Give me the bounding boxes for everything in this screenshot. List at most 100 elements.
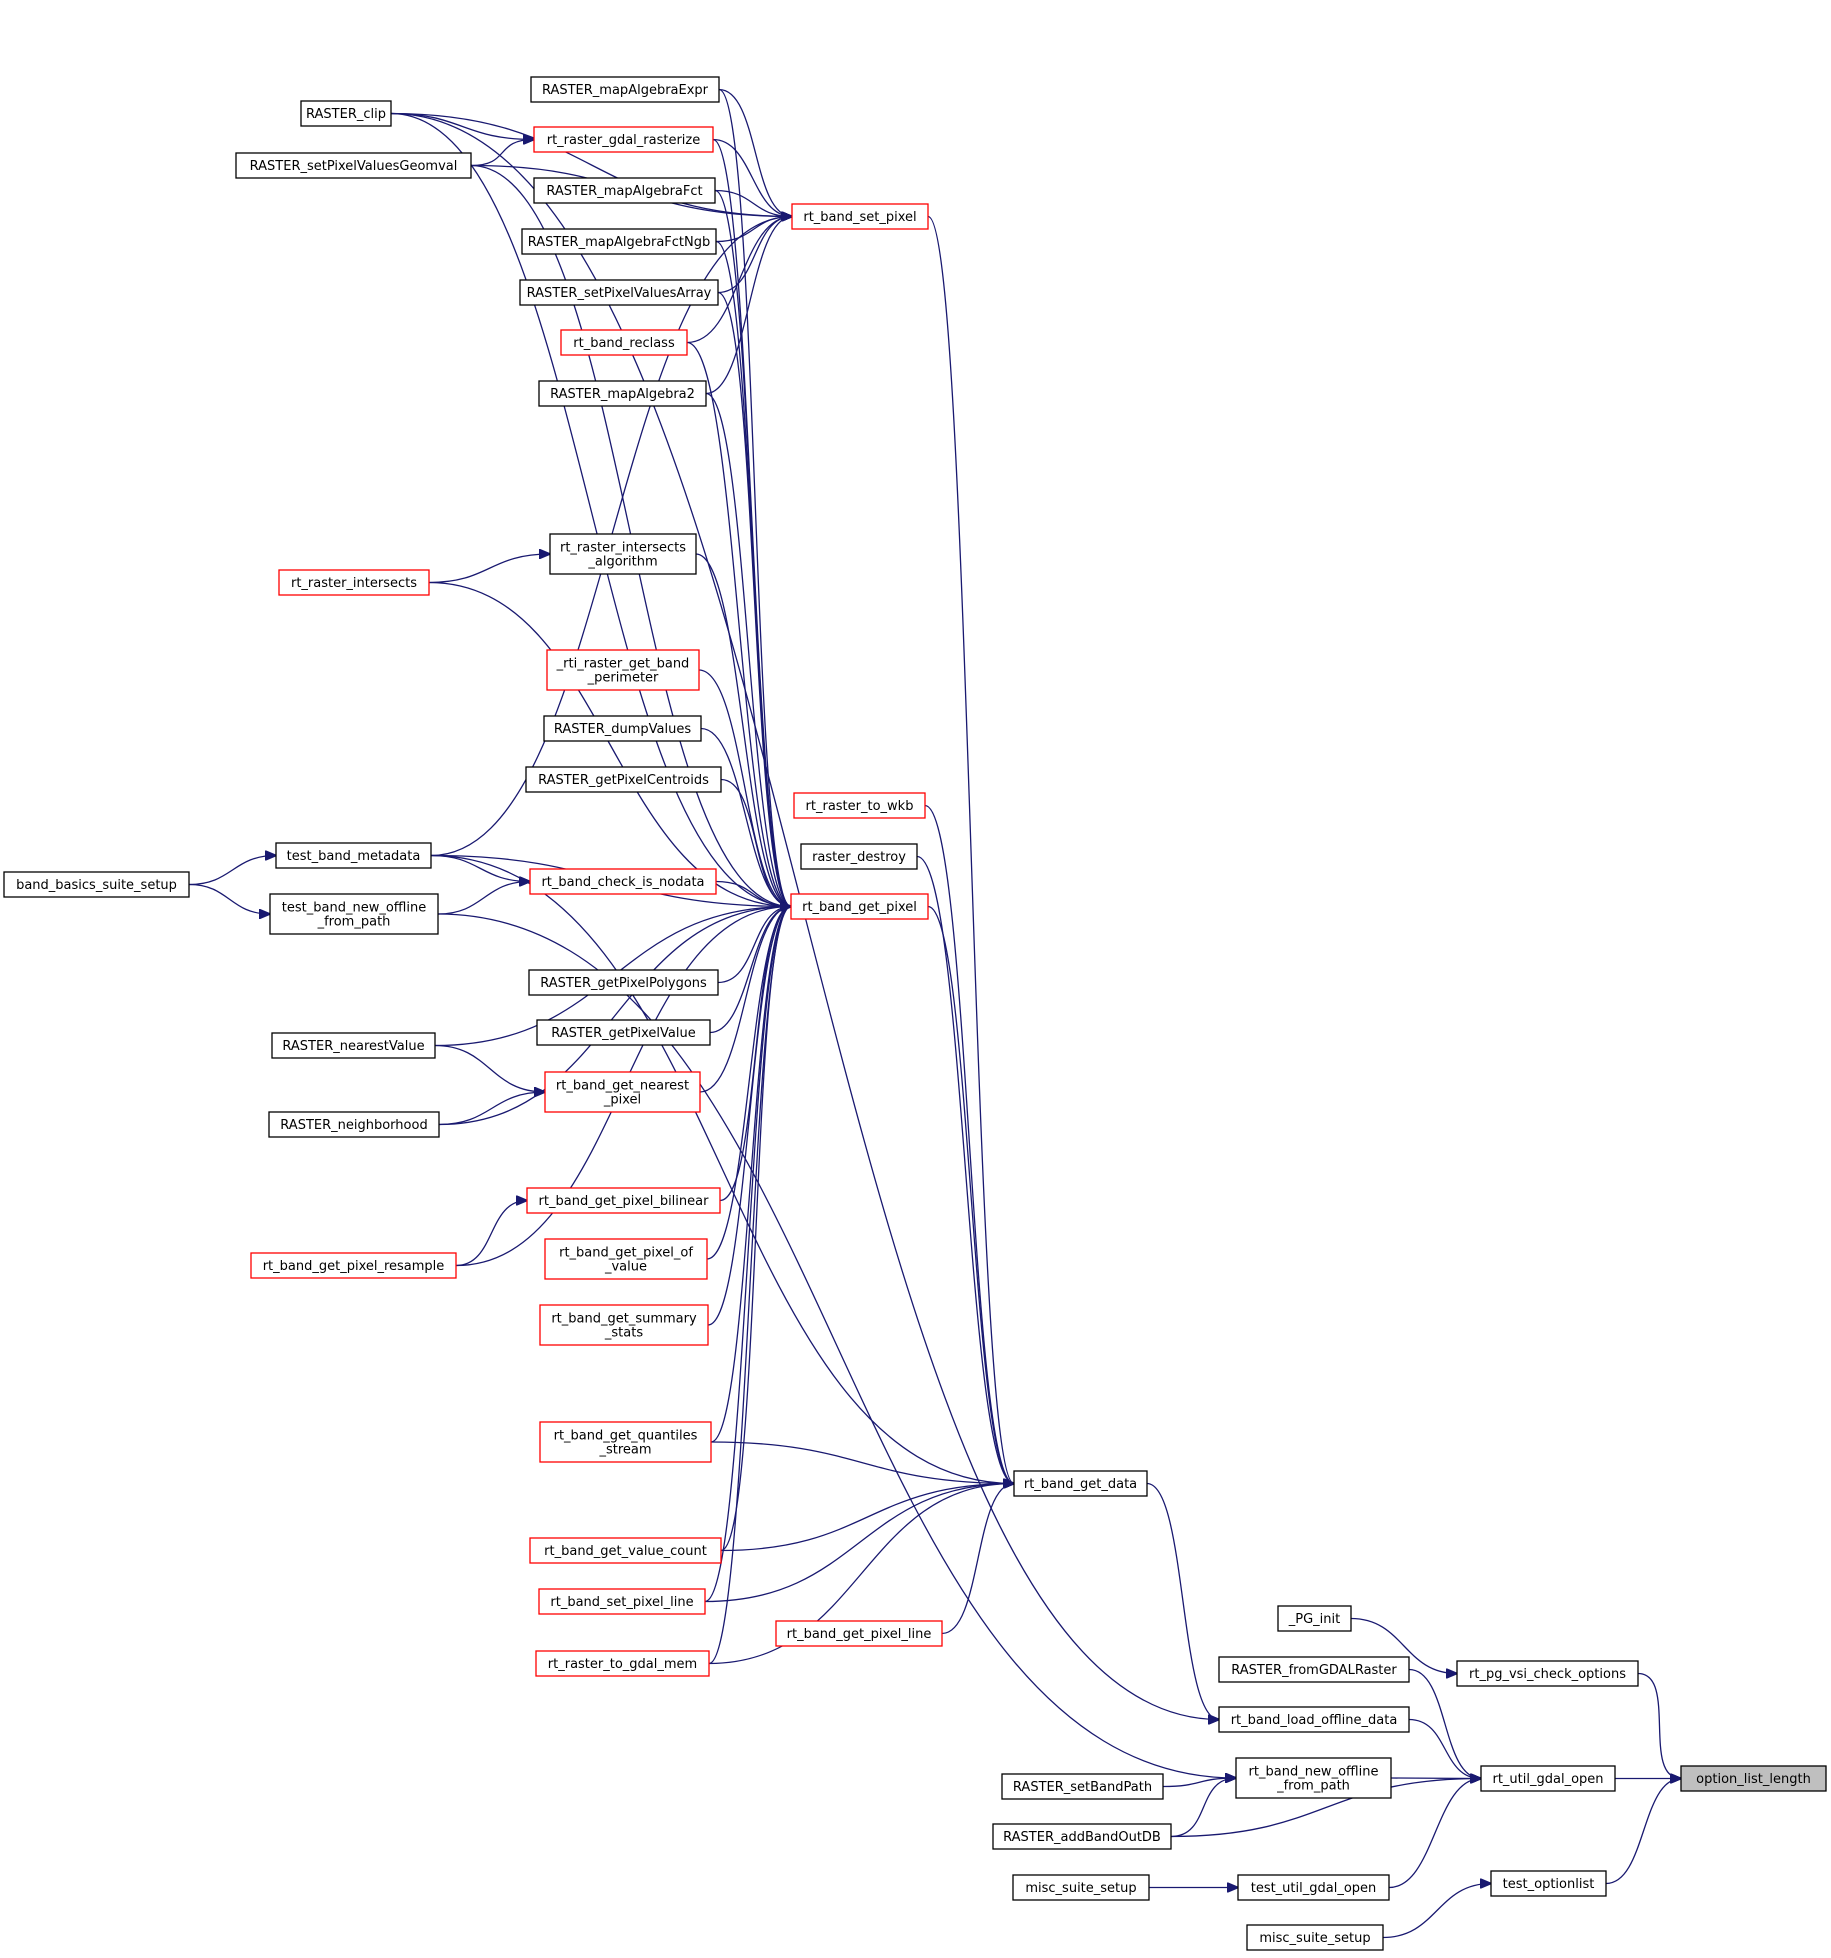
graph-node-rt-band-get-pixel[interactable]: rt_band_get_pixel: [790, 893, 929, 920]
graph-node-rt-band-set-pixel-line[interactable]: rt_band_set_pixel_line: [538, 1588, 706, 1615]
node-box[interactable]: [1490, 1870, 1607, 1897]
graph-node-RASTER-addBandOutDB[interactable]: RASTER_addBandOutDB: [992, 1823, 1172, 1850]
graph-node-RASTER-setPixelValuesArray[interactable]: RASTER_setPixelValuesArray: [519, 279, 719, 306]
node-box[interactable]: [269, 893, 439, 935]
graph-node-RASTER-neighborhood[interactable]: RASTER_neighborhood: [268, 1111, 440, 1138]
node-box[interactable]: [535, 1650, 710, 1677]
graph-node-RASTER-setPixelValuesGeomval[interactable]: RASTER_setPixelValuesGeomval: [235, 152, 472, 179]
graph-node-test-optionlist[interactable]: test_optionlist: [1490, 1870, 1607, 1897]
node-box[interactable]: [1480, 1765, 1616, 1792]
node-box[interactable]: [1246, 1924, 1384, 1951]
node-box[interactable]: [278, 569, 430, 596]
node-box[interactable]: [3, 871, 190, 898]
graph-node-rti-raster-get-band-perimeter[interactable]: _rti_raster_get_band_perimeter: [546, 649, 700, 691]
node-box[interactable]: [519, 279, 719, 306]
graph-node-rt-band-get-pixel-of-value[interactable]: rt_band_get_pixel_of_value: [544, 1238, 708, 1280]
node-box[interactable]: [530, 76, 720, 103]
graph-node-RASTER-mapAlgebra2[interactable]: RASTER_mapAlgebra2: [538, 380, 707, 407]
node-box[interactable]: [800, 843, 918, 870]
graph-node-rt-raster-to-wkb[interactable]: rt_raster_to_wkb: [793, 792, 926, 819]
graph-node-rt-band-load-offline-data[interactable]: rt_band_load_offline_data: [1218, 1706, 1410, 1733]
graph-node-test-band-new-offline-from-path[interactable]: test_band_new_offline_from_path: [269, 893, 439, 935]
node-box[interactable]: [992, 1823, 1172, 1850]
node-box[interactable]: [544, 1071, 701, 1113]
graph-node-rt-band-get-nearest-pixel[interactable]: rt_band_get_nearest_pixel: [544, 1071, 701, 1113]
node-box[interactable]: [533, 177, 716, 204]
node-box[interactable]: [1456, 1660, 1639, 1687]
graph-node-rt-band-get-pixel-line[interactable]: rt_band_get_pixel_line: [775, 1620, 943, 1647]
graph-node-RASTER-mapAlgebraExpr[interactable]: RASTER_mapAlgebraExpr: [530, 76, 720, 103]
node-box[interactable]: [538, 380, 707, 407]
graph-node-misc-suite-setup-2[interactable]: misc_suite_setup: [1246, 1924, 1384, 1951]
graph-node-rt-band-get-pixel-resample[interactable]: rt_band_get_pixel_resample: [250, 1252, 457, 1279]
graph-node-RASTER-clip[interactable]: RASTER_clip: [300, 100, 392, 127]
graph-node-rt-band-check-is-nodata[interactable]: rt_band_check_is_nodata: [529, 868, 717, 895]
graph-node-RASTER-nearestValue[interactable]: RASTER_nearestValue: [271, 1032, 436, 1059]
node-box[interactable]: [793, 792, 926, 819]
graph-node-rt-band-get-value-count[interactable]: rt_band_get_value_count: [529, 1537, 722, 1564]
graph-node-misc-suite-setup-1[interactable]: misc_suite_setup: [1012, 1874, 1150, 1901]
graph-node-test-band-metadata[interactable]: test_band_metadata: [275, 842, 432, 869]
graph-node-RASTER-dumpValues[interactable]: RASTER_dumpValues: [543, 715, 702, 742]
node-box[interactable]: [549, 533, 697, 575]
graph-node-RASTER-getPixelPolygons[interactable]: RASTER_getPixelPolygons: [528, 969, 719, 996]
graph-node-rt-band-get-pixel-bilinear[interactable]: rt_band_get_pixel_bilinear: [526, 1187, 721, 1214]
node-box[interactable]: [1218, 1706, 1410, 1733]
node-box[interactable]: [271, 1032, 436, 1059]
graph-node-RASTER-mapAlgebraFctNgb[interactable]: RASTER_mapAlgebraFctNgb: [521, 228, 717, 255]
node-box[interactable]: [539, 1304, 709, 1346]
graph-node-rt-raster-to-gdal-mem[interactable]: rt_raster_to_gdal_mem: [535, 1650, 710, 1677]
graph-node-RASTER-getPixelCentroids[interactable]: RASTER_getPixelCentroids: [525, 766, 722, 793]
graph-node-rt-band-get-data[interactable]: rt_band_get_data: [1013, 1470, 1148, 1497]
node-box[interactable]: [521, 228, 717, 255]
node-box[interactable]: [528, 969, 719, 996]
graph-node-raster-destroy[interactable]: raster_destroy: [800, 843, 918, 870]
node-box[interactable]: [525, 766, 722, 793]
node-box[interactable]: [539, 1421, 712, 1463]
node-box[interactable]: [250, 1252, 457, 1279]
node-box[interactable]: [275, 842, 432, 869]
graph-node-rt-raster-intersects-algorithm[interactable]: rt_raster_intersects_algorithm: [549, 533, 697, 575]
node-box[interactable]: [1235, 1757, 1392, 1799]
node-box[interactable]: [536, 1019, 711, 1046]
node-box[interactable]: [526, 1187, 721, 1214]
node-box[interactable]: [543, 715, 702, 742]
graph-node-test-util-gdal-open[interactable]: test_util_gdal_open: [1237, 1874, 1390, 1901]
node-box[interactable]: [1012, 1874, 1150, 1901]
node-box[interactable]: [533, 126, 714, 153]
graph-node-rt-band-get-quantiles-stream[interactable]: rt_band_get_quantiles_stream: [539, 1421, 712, 1463]
node-box[interactable]: [1277, 1605, 1352, 1632]
graph-node-rt-band-reclass[interactable]: rt_band_reclass: [560, 329, 688, 356]
graph-node-rt-util-gdal-open[interactable]: rt_util_gdal_open: [1480, 1765, 1616, 1792]
node-box[interactable]: [1001, 1773, 1164, 1800]
node-box[interactable]: [1680, 1765, 1827, 1792]
graph-node-rt-band-set-pixel[interactable]: rt_band_set_pixel: [791, 203, 929, 230]
graph-node-PG-init[interactable]: _PG_init: [1277, 1605, 1352, 1632]
node-box[interactable]: [529, 1537, 722, 1564]
graph-node-rt-raster-gdal-rasterize[interactable]: rt_raster_gdal_rasterize: [533, 126, 714, 153]
node-box[interactable]: [268, 1111, 440, 1138]
node-box[interactable]: [790, 893, 929, 920]
node-box[interactable]: [775, 1620, 943, 1647]
node-box[interactable]: [529, 868, 717, 895]
node-box[interactable]: [1013, 1470, 1148, 1497]
graph-node-option-list-length[interactable]: option_list_length: [1680, 1765, 1827, 1792]
graph-node-RASTER-mapAlgebraFct[interactable]: RASTER_mapAlgebraFct: [533, 177, 716, 204]
graph-node-rt-band-get-summary-stats[interactable]: rt_band_get_summary_stats: [539, 1304, 709, 1346]
node-box[interactable]: [300, 100, 392, 127]
node-box[interactable]: [1218, 1656, 1410, 1683]
node-box[interactable]: [538, 1588, 706, 1615]
graph-node-band-basics-suite-setup[interactable]: band_basics_suite_setup: [3, 871, 190, 898]
node-box[interactable]: [791, 203, 929, 230]
graph-node-RASTER-fromGDALRaster[interactable]: RASTER_fromGDALRaster: [1218, 1656, 1410, 1683]
node-box[interactable]: [235, 152, 472, 179]
graph-node-RASTER-getPixelValue[interactable]: RASTER_getPixelValue: [536, 1019, 711, 1046]
graph-node-rt-raster-intersects[interactable]: rt_raster_intersects: [278, 569, 430, 596]
graph-node-rt-pg-vsi-check-options[interactable]: rt_pg_vsi_check_options: [1456, 1660, 1639, 1687]
node-box[interactable]: [544, 1238, 708, 1280]
node-box[interactable]: [546, 649, 700, 691]
graph-node-rt-band-new-offline-from-path[interactable]: rt_band_new_offline_from_path: [1235, 1757, 1392, 1799]
graph-node-RASTER-setBandPath[interactable]: RASTER_setBandPath: [1001, 1773, 1164, 1800]
node-box[interactable]: [1237, 1874, 1390, 1901]
node-box[interactable]: [560, 329, 688, 356]
